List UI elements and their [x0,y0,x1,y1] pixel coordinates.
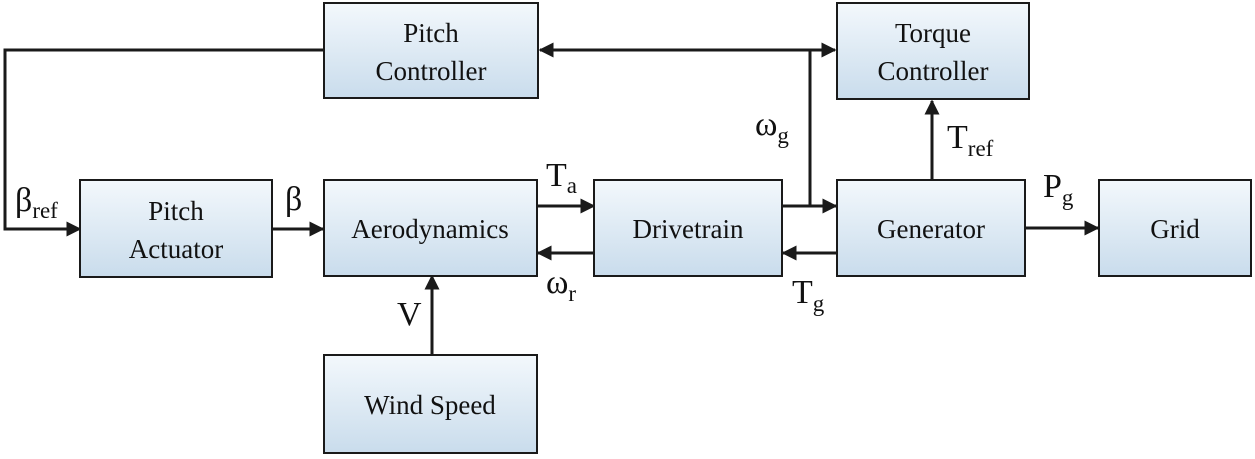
torque-controller-label-1: Torque [895,18,971,48]
aerodynamics-box [323,179,538,277]
torque-controller-box [836,2,1030,100]
arrow-pitch-controller-to-actuator [3,48,324,237]
grid-label: Grid [1150,214,1200,244]
signal-p-g: Pg [1043,168,1074,210]
pitch-actuator-label-2: Actuator [129,234,223,264]
generator-label: Generator [877,214,985,244]
block-pitch-actuator: Pitch Actuator [79,179,273,278]
wind-speed-label: Wind Speed [364,390,496,420]
signal-t-a: Ta [546,157,577,198]
block-drivetrain: Drivetrain [593,179,783,277]
drivetrain-label: Drivetrain [633,214,744,244]
signal-beta: β [285,181,302,218]
generator-box [836,179,1026,277]
signal-beta-ref: βref [15,182,58,223]
pitch-controller-label-2: Controller [376,56,487,86]
block-aerodynamics: Aerodynamics [323,179,538,277]
connections [3,42,1100,355]
block-wind-speed: Wind Speed [323,354,538,454]
block-pitch-controller: Pitch Controller [323,2,539,99]
signal-t-ref: Tref [947,119,994,161]
block-torque-controller: Torque Controller [836,2,1030,100]
signal-t-g: Tg [792,274,825,316]
pitch-actuator-box [79,179,273,278]
block-generator: Generator [836,179,1026,277]
pitch-actuator-label-1: Pitch [148,196,204,226]
signal-omega-g: ωg [755,106,789,148]
torque-controller-label-2: Controller [878,56,989,86]
aerodynamics-label: Aerodynamics [351,214,508,244]
signal-v: V [397,296,422,333]
wind-speed-box [323,354,538,454]
drivetrain-box [593,179,783,277]
pitch-controller-box [323,2,539,99]
grid-box [1098,179,1252,277]
pitch-controller-label-1: Pitch [403,18,459,48]
block-grid: Grid [1098,179,1252,277]
signal-omega-r: ωr [546,264,576,306]
